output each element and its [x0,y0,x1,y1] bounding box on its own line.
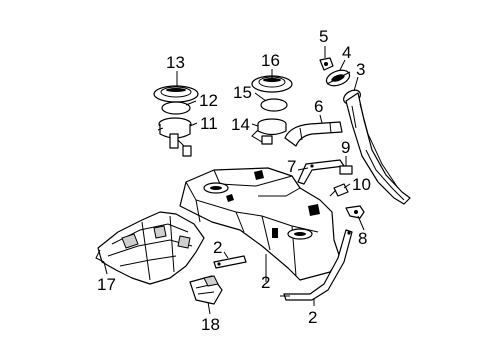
callout-3: 3 [356,60,365,79]
callout-13: 13 [166,53,185,72]
callout-12: 12 [199,91,218,110]
callout-15: 15 [233,83,252,102]
part-3-filler-neck [343,89,411,205]
part-13-lock-ring [153,85,199,103]
part-10-clamp [329,183,349,197]
callout-6: 6 [314,97,323,116]
callout-2-right: 2 [308,308,317,327]
part-8-clip [345,205,365,219]
part-14-fuel-sender [251,118,287,145]
callout-7: 7 [287,157,296,176]
leader-lines [103,46,365,315]
part-5-clip [319,57,334,71]
callout-9: 9 [341,138,350,157]
part-2-strap-right [280,229,353,301]
callout-17: 17 [97,275,116,294]
part-1-fuel-tank [179,167,341,281]
callout-14: 14 [231,115,250,134]
part-6-hose [284,121,343,147]
part-2-strap-left [213,255,247,269]
part-16-lock-ring [251,75,293,93]
callout-10: 10 [352,175,371,194]
part-4-filler-cap [325,69,351,87]
callout-11: 11 [200,114,218,133]
callout-8: 8 [358,229,367,248]
callout-16: 16 [261,51,280,70]
part-12-gasket [161,101,191,115]
callout-4: 4 [342,43,351,62]
part-18-bracket [189,275,223,305]
callout-5: 5 [319,27,328,46]
callout-2-left: 2 [213,238,222,257]
part-7-bracket [297,159,345,185]
part-15-gasket [260,98,288,112]
callout-1: 2 [261,273,270,292]
callout-18: 18 [201,315,220,334]
part-17-heat-shield [95,211,205,285]
part-11-fuel-pump [157,117,192,157]
callout-labels: 13 12 11 16 15 14 5 4 3 6 7 9 10 8 2 2 2… [97,27,371,334]
